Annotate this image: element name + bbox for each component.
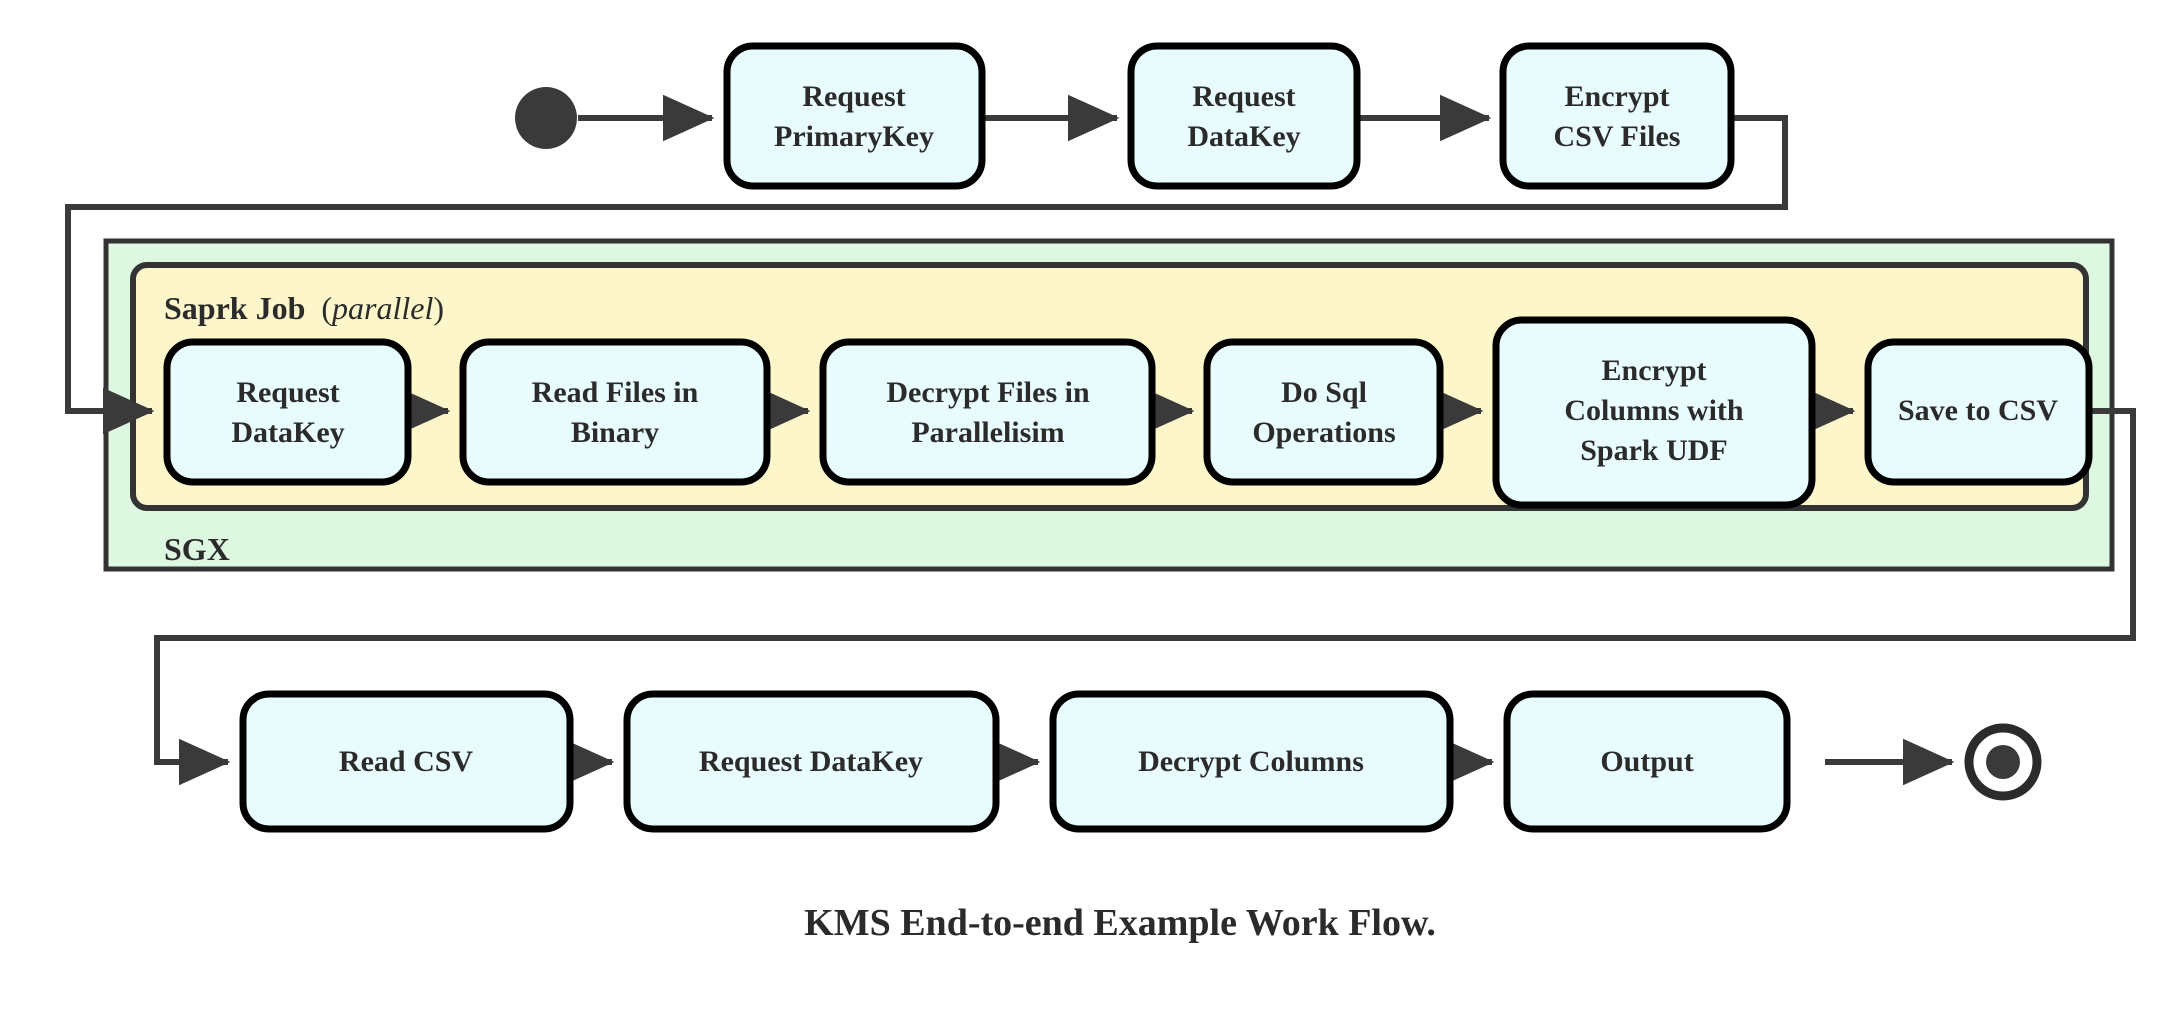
start-node [515, 87, 577, 149]
edge-save-csv-to-read-csv [154, 408, 2136, 786]
node-label-line: Read Files in [532, 376, 699, 409]
node-request-datakey-bottom[interactable]: Request DataKey [623, 690, 1000, 833]
edges-layer [65, 94, 2136, 786]
node-label-line: Save to CSV [1898, 394, 2058, 427]
node-label-line: Request DataKey [699, 745, 923, 778]
sgx-label: SGX [164, 531, 230, 567]
edge-encrypt-csv-to-spark-datakey [65, 115, 1788, 435]
node-label-line: Do Sql [1281, 376, 1367, 409]
node-read-files-in-binary[interactable]: Read Files in Binary [459, 338, 771, 486]
node-decrypt-columns[interactable]: Decrypt Columns [1049, 690, 1454, 833]
spark-job-parallel-text: parallel [330, 290, 433, 326]
node-label-line: Read CSV [339, 745, 474, 778]
node-label-line: Parallelisim [911, 416, 1064, 449]
node-label-line: Binary [571, 416, 659, 449]
node-label-line: Encrypt [1565, 80, 1670, 113]
node-encrypt-columns-with-spark-udf[interactable]: Encrypt Columns with Spark UDF [1492, 316, 1816, 509]
caption-text: KMS End-to-end Example Work Flow. [804, 902, 1436, 944]
node-label-line: Columns with [1564, 394, 1744, 427]
spark-job-label: Saprk Job (parallel) [164, 290, 444, 326]
node-label-line: Encrypt [1602, 354, 1707, 387]
node-label-line: Request [802, 80, 905, 113]
node-request-datakey-spark[interactable]: Request DataKey [163, 338, 412, 486]
node-read-csv[interactable]: Read CSV [239, 690, 574, 833]
node-label-line: Decrypt Files in [886, 376, 1090, 409]
node-label-line: Output [1600, 745, 1693, 778]
node-label-line: CSV Files [1554, 120, 1681, 153]
node-output[interactable]: Output [1503, 690, 1791, 833]
node-decrypt-files-in-parallelisim[interactable]: Decrypt Files in Parallelisim [819, 338, 1156, 486]
node-request-datakey-top[interactable]: Request DataKey [1127, 42, 1361, 190]
node-label-line: PrimaryKey [774, 120, 934, 153]
node-save-to-csv[interactable]: Save to CSV [1864, 338, 2093, 486]
node-label-line: Request [236, 376, 339, 409]
node-label-line: DataKey [231, 416, 344, 449]
node-label-line: Spark UDF [1580, 434, 1728, 467]
node-encrypt-csv-files[interactable]: Encrypt CSV Files [1499, 42, 1735, 190]
node-label-line: Decrypt Columns [1138, 745, 1364, 778]
spark-job-label-text: Saprk Job [164, 290, 305, 326]
node-do-sql-operations[interactable]: Do Sql Operations [1203, 338, 1444, 486]
caption: KMS End-to-end Example Work Flow. [804, 902, 1436, 944]
sgx-label-text: SGX [164, 531, 230, 567]
svg-text:Saprk Job(parallel): Saprk Job (parallel) [164, 290, 444, 326]
end-node [1964, 723, 2042, 801]
spark-job-paren-open: ( [321, 290, 332, 326]
node-label-line: Operations [1252, 416, 1395, 449]
spark-job-paren-close: ) [433, 290, 444, 326]
node-label-line: DataKey [1187, 120, 1300, 153]
node-label-line: Request [1192, 80, 1295, 113]
node-request-primarykey[interactable]: Request PrimaryKey [723, 42, 986, 190]
